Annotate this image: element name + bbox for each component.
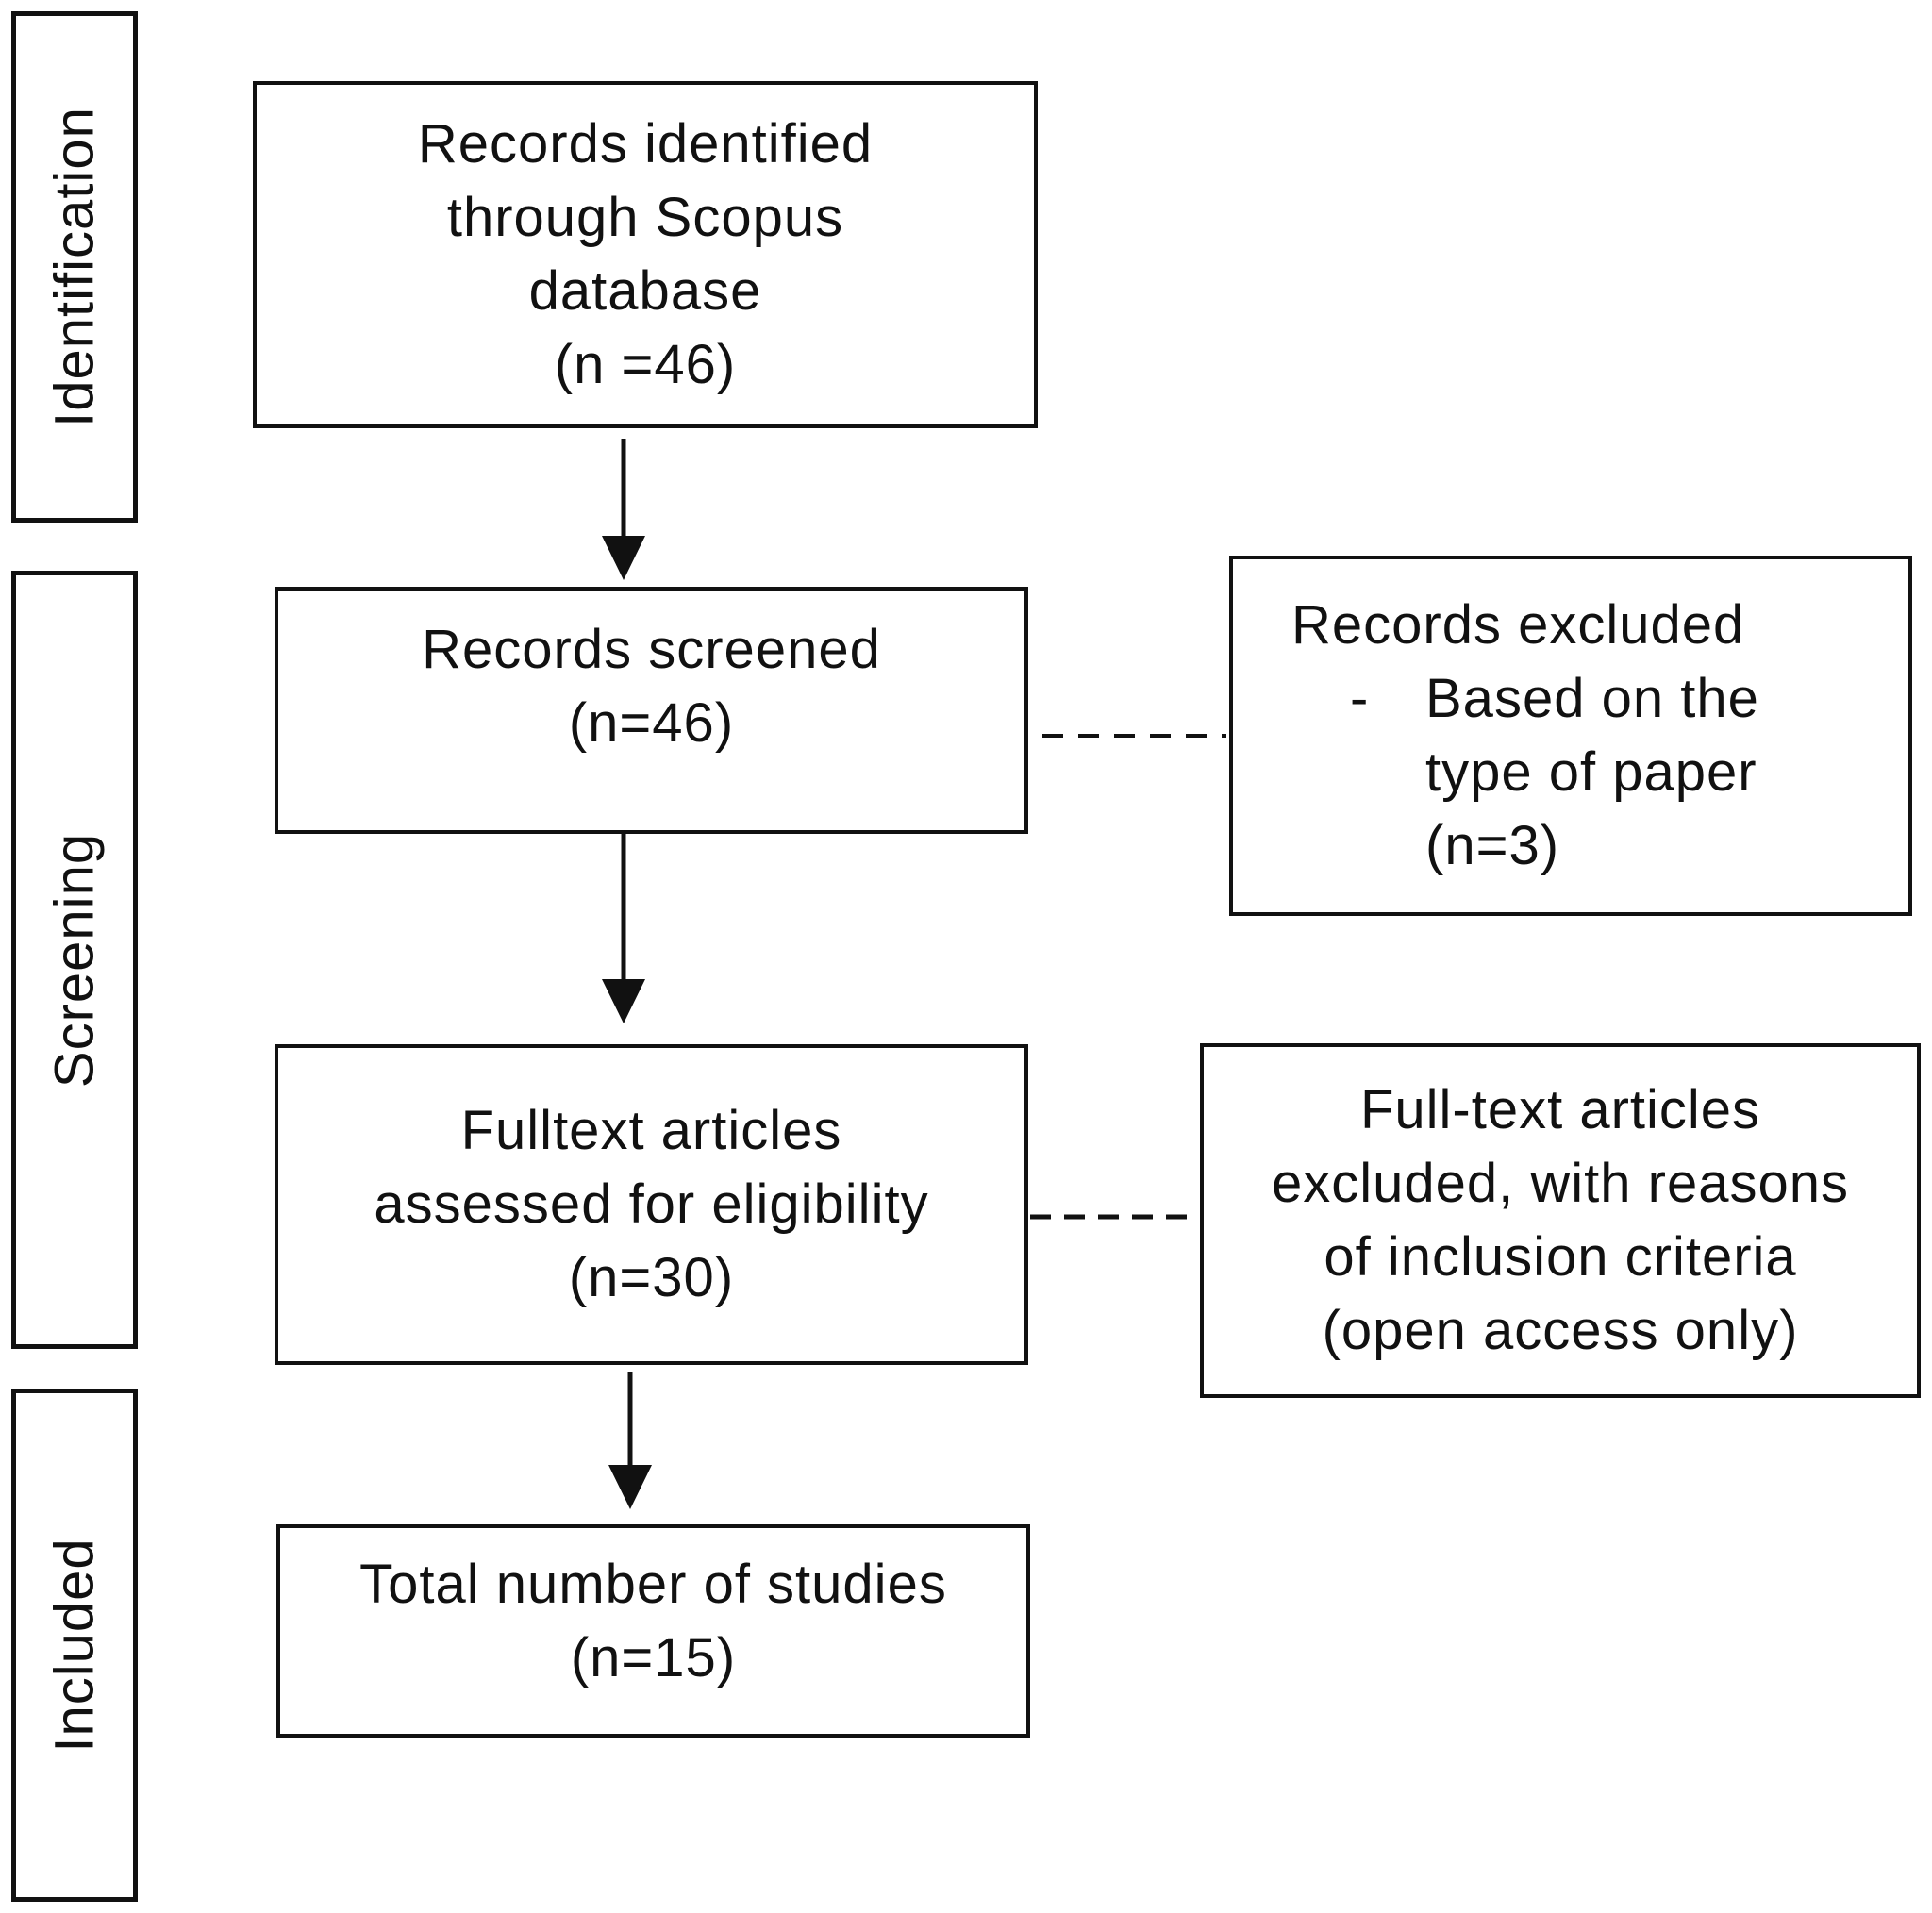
- box-line-text: Based on the: [1425, 668, 1759, 729]
- box-line: (n=30): [568, 1247, 735, 1308]
- box-line: of inclusion criteria: [1324, 1226, 1797, 1288]
- box-title: Records excluded: [1291, 594, 1745, 656]
- box-line: excluded, with reasons: [1272, 1153, 1849, 1214]
- box-line: (n=46): [568, 692, 735, 754]
- box-line: through Scopus: [446, 187, 844, 248]
- box-line: (n=15): [570, 1627, 737, 1688]
- box-line: (open access only): [1322, 1300, 1799, 1361]
- phase-screening-label: Screening: [43, 832, 106, 1088]
- box-records-screened: Records screened (n=46): [275, 587, 1028, 834]
- bullet-dash: -: [1350, 668, 1370, 729]
- box-line: Records screened: [422, 619, 881, 680]
- box-line: Fulltext articles: [460, 1100, 842, 1161]
- box-line: assessed for eligibility: [374, 1173, 929, 1235]
- box-line: Records identified: [417, 113, 874, 175]
- phase-screening: Screening: [11, 571, 138, 1349]
- box-total-studies: Total number of studies (n=15): [276, 1524, 1030, 1738]
- phase-included: Included: [11, 1389, 138, 1902]
- arrowhead-total: [608, 1465, 652, 1509]
- box-line: (n =46): [554, 334, 737, 395]
- box-fulltext-assessed: Fulltext articles assessed for eligibili…: [275, 1044, 1028, 1365]
- box-line: Full-text articles: [1359, 1079, 1761, 1140]
- box-line: database: [528, 260, 762, 322]
- box-records-excluded: Records excluded - Based on the type of …: [1229, 556, 1912, 916]
- phase-included-label: Included: [43, 1538, 106, 1753]
- box-line: - Based on the: [1291, 662, 1759, 736]
- box-line: type of paper: [1425, 741, 1757, 803]
- box-fulltext-excluded: Full-text articles excluded, with reason…: [1200, 1043, 1921, 1398]
- box-line: (n=3): [1425, 815, 1560, 876]
- box-records-identified: Records identified through Scopus databa…: [253, 81, 1038, 428]
- box-line: Total number of studies: [359, 1554, 947, 1615]
- arrowhead-screened: [602, 536, 645, 580]
- arrowhead-fulltext: [602, 979, 645, 1023]
- phase-identification: Identification: [11, 11, 138, 523]
- phase-identification-label: Identification: [43, 107, 106, 427]
